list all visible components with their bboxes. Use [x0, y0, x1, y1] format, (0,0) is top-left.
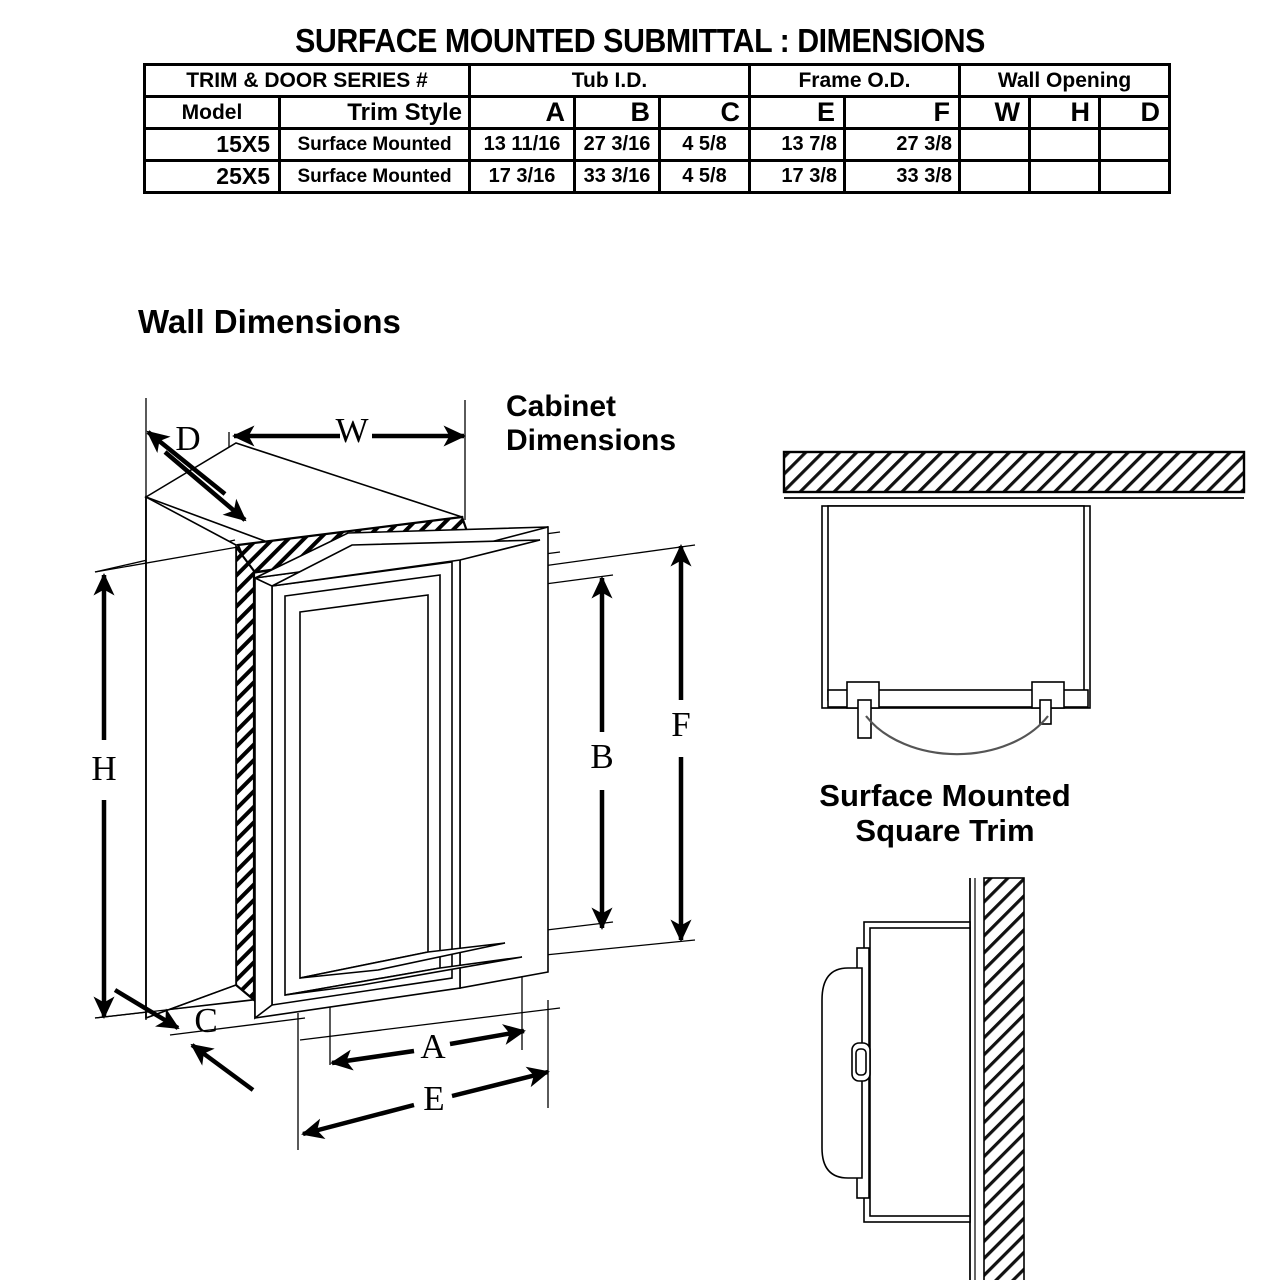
cell-w [958, 159, 1032, 194]
dimension-label-W: W [335, 411, 368, 450]
column-header-w: W [958, 95, 1032, 130]
dimensions-table: TRIM & DOOR SERIES # Tub I.D. Frame O.D.… [143, 63, 1172, 194]
table-column-header-row: Model Trim Style A B C E F W H D [143, 95, 1172, 130]
cell-b: 27 3/16 [573, 127, 661, 162]
cabinet-frame-reveal [271, 561, 453, 1006]
cabinet-dimensions-caption: Cabinet Dimensions [506, 390, 677, 458]
column-header-e: E [748, 95, 846, 130]
dimension-B: B [590, 576, 614, 930]
cell-model: 15X5 [143, 127, 281, 162]
page-title: SURFACE MOUNTED SUBMITTAL : DIMENSIONS [295, 22, 985, 59]
dimension-W: W [232, 411, 466, 450]
cabinet-top-face [254, 526, 549, 579]
wall-dimensions-caption: Wall Dimensions [138, 303, 401, 340]
side-section-view [821, 877, 1025, 1280]
cabinet-front-frame [254, 549, 461, 1019]
cell-a: 17 3/16 [468, 159, 576, 194]
section-door-handle [851, 1042, 871, 1082]
dimension-E: E [301, 1066, 550, 1140]
cell-a: 13 11/16 [468, 127, 576, 162]
section-door-profile [821, 967, 863, 1179]
dimension-label-H: H [91, 749, 116, 788]
plan-view-surface-mounted [782, 450, 1246, 756]
cell-model: 25X5 [143, 159, 281, 194]
cabinet-left-stile [254, 576, 273, 1020]
wall-edge-hatch-left [234, 543, 256, 1003]
cell-f: 33 3/8 [842, 159, 962, 194]
plan-hinge-left [846, 681, 880, 709]
isometric-wall-cabinet-drawing: D W H B F C [91, 398, 696, 1150]
column-header-model: Model [143, 95, 281, 130]
dimension-A: A [330, 1024, 526, 1071]
cell-f: 27 3/8 [842, 127, 962, 162]
dimension-F: F [670, 544, 692, 942]
plan-cabinet-inner [827, 505, 1085, 701]
cabinet-right-side-face [459, 526, 549, 989]
dimension-label-F: F [671, 705, 690, 744]
table-row: 25X5 Surface Mounted 17 3/16 33 3/16 4 5… [143, 159, 1172, 194]
dimension-C: C [113, 988, 255, 1092]
group-header-wall-opening: Wall Opening [958, 63, 1172, 98]
cell-trim-style: Surface Mounted [278, 159, 471, 194]
plan-cabinet-body [821, 505, 1091, 709]
column-header-d: D [1098, 95, 1172, 130]
cell-trim-style: Surface Mounted [278, 127, 471, 162]
dimension-label-B: B [590, 737, 613, 776]
column-header-f: F [842, 95, 962, 130]
cell-d [1098, 127, 1172, 162]
group-header-tub-id: Tub I.D. [468, 63, 751, 98]
cabinet-top-inner [271, 539, 541, 587]
column-header-c: C [658, 95, 751, 130]
plan-hinge-pin-right [1039, 699, 1052, 725]
cell-b: 33 3/16 [573, 159, 661, 194]
dimension-label-D: D [175, 419, 200, 458]
wall-top-face [144, 442, 464, 581]
column-header-trim-style: Trim Style [278, 95, 471, 130]
plan-door-swing-arc [865, 715, 1049, 756]
cabinet-bottom-inner [299, 942, 506, 979]
cell-h [1028, 127, 1102, 162]
cell-e: 13 7/8 [748, 127, 846, 162]
surface-mounted-square-trim-caption: Surface Mounted Square Trim [819, 778, 1071, 849]
cell-e: 17 3/8 [748, 159, 846, 194]
extension-lines [94, 398, 696, 1150]
dimension-label-C: C [194, 1001, 217, 1040]
table-row: 15X5 Surface Mounted 13 11/16 27 3/16 4 … [143, 127, 1172, 162]
cell-c: 4 5/8 [658, 159, 751, 194]
cell-w [958, 127, 1032, 162]
wall-left-inner-face [145, 495, 237, 1020]
cabinet-door-panel [284, 574, 441, 996]
section-cabinet-inner [869, 927, 971, 1217]
plan-wall-hatch [782, 450, 1246, 494]
section-wall-hatch [983, 877, 1025, 1280]
plan-door-leaf [827, 689, 1089, 708]
column-header-h: H [1028, 95, 1102, 130]
cabinet-door-inner-field [299, 594, 429, 979]
dimension-label-E: E [423, 1079, 444, 1118]
group-header-frame-od: Frame O.D. [747, 63, 962, 98]
cabinet-bottom-face [284, 956, 523, 996]
cell-c: 4 5/8 [658, 127, 751, 162]
cell-h [1028, 159, 1102, 194]
dimension-label-A: A [420, 1027, 446, 1066]
plan-hinge-right [1031, 681, 1065, 709]
section-door-handle-inner [855, 1048, 867, 1076]
group-header-trim-door-series: TRIM & DOOR SERIES # [143, 63, 471, 98]
dimension-D: D [146, 419, 247, 522]
dimension-H: H [91, 573, 117, 1019]
section-cabinet-body [863, 921, 971, 1223]
column-header-a: A [468, 95, 576, 130]
cell-d [1098, 159, 1172, 194]
section-door-flange [856, 947, 870, 1199]
plan-hinge-pin-left [857, 699, 872, 739]
table-group-header-row: TRIM & DOOR SERIES # Tub I.D. Frame O.D.… [143, 63, 1172, 98]
wall-section-hatch [236, 515, 472, 575]
column-header-b: B [573, 95, 661, 130]
